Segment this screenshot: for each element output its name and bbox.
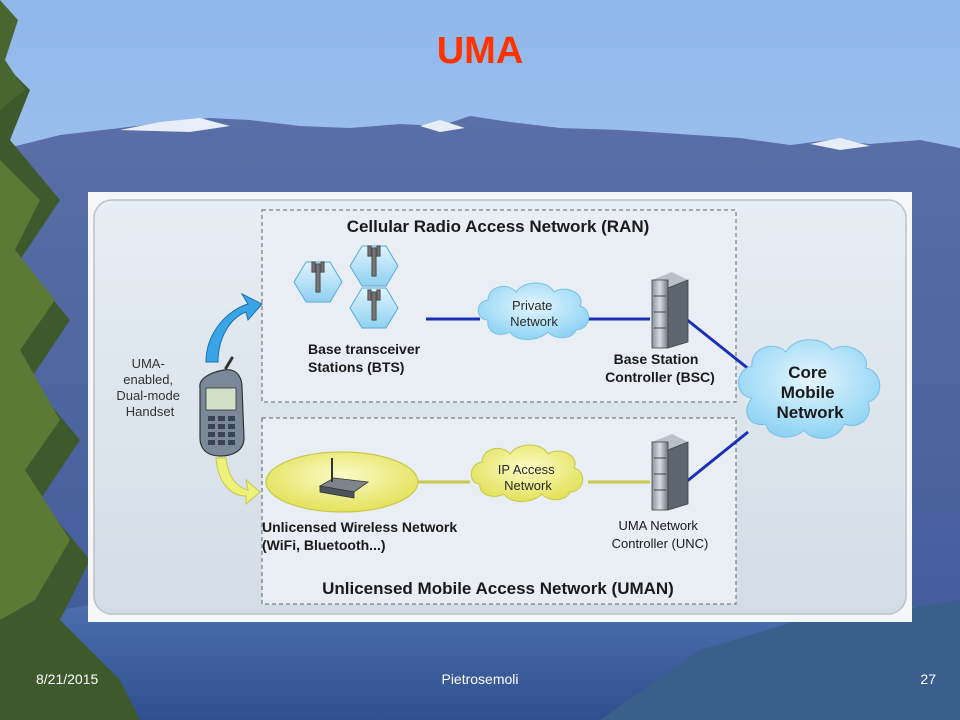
core-line2: Mobile [781, 383, 835, 402]
arrow-to-uman-icon [215, 457, 261, 506]
bsc-core-link [685, 317, 751, 372]
private-network-cloud: Private Network [477, 282, 590, 340]
slide-title: UMA [436, 30, 524, 72]
private-network-line2: Network [510, 314, 558, 329]
wifi-router-icon [318, 458, 370, 499]
core-line1: Core [788, 363, 827, 382]
svg-text:IP Access Network: IP Access Network [498, 462, 558, 493]
wireless-label-line2: (WiFi, Bluetooth...) [262, 537, 386, 553]
bsc-label: Base Station Controller (BSC) [605, 351, 715, 385]
uman-title: Unlicensed Mobile Access Network (UMAN) [322, 579, 674, 598]
core-network-cloud: Core Mobile Network [738, 339, 881, 439]
ip-access-cloud: IP Access Network [470, 444, 584, 502]
core-line3: Network [776, 403, 844, 422]
wireless-label: Unlicensed Wireless Network (WiFi, Bluet… [262, 519, 461, 553]
ran-title: Cellular Radio Access Network (RAN) [347, 217, 650, 236]
handset-line1: UMA- [132, 356, 165, 371]
svg-text:Private Network: Private Network [510, 298, 558, 329]
footer-author: Pietrosemoli [441, 671, 519, 687]
bts-label-line2: Stations (BTS) [308, 359, 404, 375]
footer-date: 8/21/2015 [36, 671, 99, 687]
private-network-line1: Private [512, 298, 552, 313]
ip-access-line2: Network [504, 478, 552, 493]
wireless-network-ellipse [265, 451, 419, 513]
wireless-label-line1: Unlicensed Wireless Network [262, 519, 457, 535]
unc-label: UMA Network Controller (UNC) [612, 518, 709, 551]
arrow-to-ran-icon [205, 292, 263, 363]
bsc-label-line1: Base Station [614, 351, 699, 367]
unc-core-link [685, 430, 749, 484]
unc-label-line2: Controller (UNC) [612, 536, 709, 551]
bts-label-line1: Base transceiver [308, 341, 421, 357]
handset-line2: enabled, [123, 372, 173, 387]
unc-server-icon [651, 434, 689, 511]
ip-access-line1: IP Access [498, 462, 555, 477]
unc-label-line1: UMA Network [618, 518, 698, 533]
bsc-label-line2: Controller (BSC) [605, 369, 715, 385]
handset-icon [199, 356, 245, 457]
bsc-server-icon [651, 272, 689, 349]
footer-page-number: 27 [920, 671, 936, 687]
antenna-tower-icon [311, 245, 381, 321]
handset-line4: Handset [126, 404, 175, 419]
handset-label: UMA- enabled, Dual-mode Handset [116, 356, 183, 419]
svg-text:Core Mobile Networ: Core Mobile Network [776, 363, 844, 422]
uma-diagram: Cellular Radio Access Network (RAN) Unli… [88, 192, 912, 622]
handset-line3: Dual-mode [116, 388, 180, 403]
bts-label: Base transceiver Stations (BTS) [308, 341, 424, 375]
